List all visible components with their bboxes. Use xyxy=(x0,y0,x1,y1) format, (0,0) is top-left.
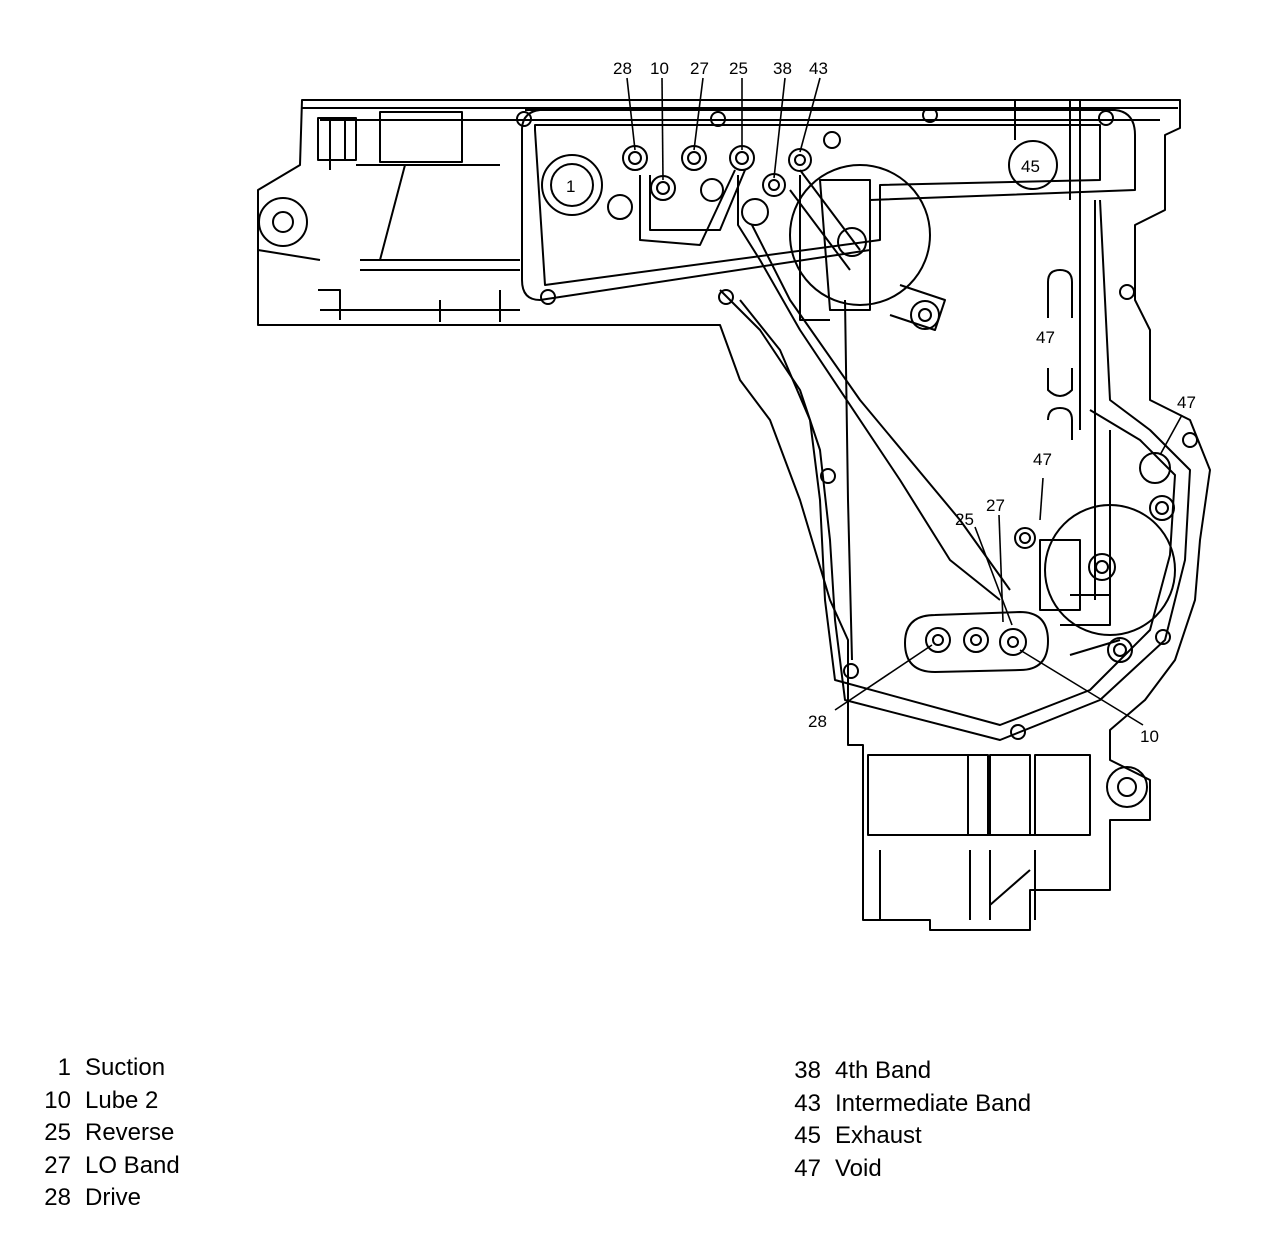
callout-27-top: 27 xyxy=(690,59,709,78)
legend-num: 28 xyxy=(44,1184,71,1211)
legend-label: Lube 2 xyxy=(85,1086,159,1114)
legend-label: 4th Band xyxy=(835,1057,932,1084)
legend-label: Intermediate Band xyxy=(835,1089,1032,1117)
legend-item: 10 Lube 2 xyxy=(35,1085,180,1118)
legend-num: 1 xyxy=(57,1054,71,1081)
void-slot-upper xyxy=(1047,269,1073,318)
legend-item: 38 4th Band xyxy=(785,1055,1031,1088)
callout-47-low: 47 xyxy=(1033,450,1052,469)
legend-left: 1 Suction 10 Lube 2 25 Reverse 27 LO Band 28… xyxy=(35,1052,180,1215)
valve-body-diagram: 28 10 27 25 38 43 1 45 47 47 47 25 27 28… xyxy=(257,59,1211,931)
callout-38-top: 38 xyxy=(773,59,792,78)
callout-47-right: 47 xyxy=(1177,393,1196,412)
callout-28-top: 28 xyxy=(613,59,632,78)
legend-num: 43 xyxy=(794,1089,821,1117)
legend-num: 45 xyxy=(794,1122,821,1149)
legend-label: Void xyxy=(835,1154,882,1182)
legend-label: Exhaust xyxy=(835,1122,922,1149)
callout-28-bottom: 28 xyxy=(808,712,827,731)
legend-label: LO Band xyxy=(85,1151,180,1179)
callout-25-top: 25 xyxy=(729,59,748,78)
legend-label: Drive xyxy=(85,1184,142,1211)
exhaust-port-ring xyxy=(1008,140,1058,190)
legend-num: 27 xyxy=(44,1151,71,1179)
callout-45: 45 xyxy=(1021,157,1040,176)
legend-num: 38 xyxy=(794,1057,821,1084)
legend-item: 1 Suction xyxy=(35,1052,180,1085)
casing-outline xyxy=(257,99,1211,931)
legend-item: 25 Reverse xyxy=(35,1117,180,1150)
left-mount-boss xyxy=(258,197,308,247)
legend-num: 10 xyxy=(44,1086,71,1114)
callout-47-mid: 47 xyxy=(1036,328,1055,347)
callout-1: 1 xyxy=(566,177,575,196)
legend-label: Reverse xyxy=(85,1119,175,1146)
legend-item: 28 Drive xyxy=(35,1182,180,1215)
legend-num: 25 xyxy=(44,1119,71,1146)
legend-item: 47 Void xyxy=(785,1153,1031,1186)
legend-right: 38 4th Band 43 Intermediate Band 45 Exhaust… xyxy=(785,1055,1031,1185)
legend-item: 43 Intermediate Band xyxy=(785,1088,1031,1121)
legend-item: 45 Exhaust xyxy=(785,1120,1031,1153)
legend-item: 27 LO Band xyxy=(35,1150,180,1183)
legend-label: Suction xyxy=(85,1054,166,1081)
suction-port-ring xyxy=(541,154,603,216)
callout-10-bottom: 10 xyxy=(1140,727,1159,746)
callout-25-low: 25 xyxy=(955,510,974,529)
callout-27-low: 27 xyxy=(986,496,1005,515)
lower-port-plate xyxy=(904,611,1049,673)
callout-10-top: 10 xyxy=(650,59,669,78)
legend-num: 47 xyxy=(794,1154,821,1182)
callout-43-top: 43 xyxy=(809,59,828,78)
